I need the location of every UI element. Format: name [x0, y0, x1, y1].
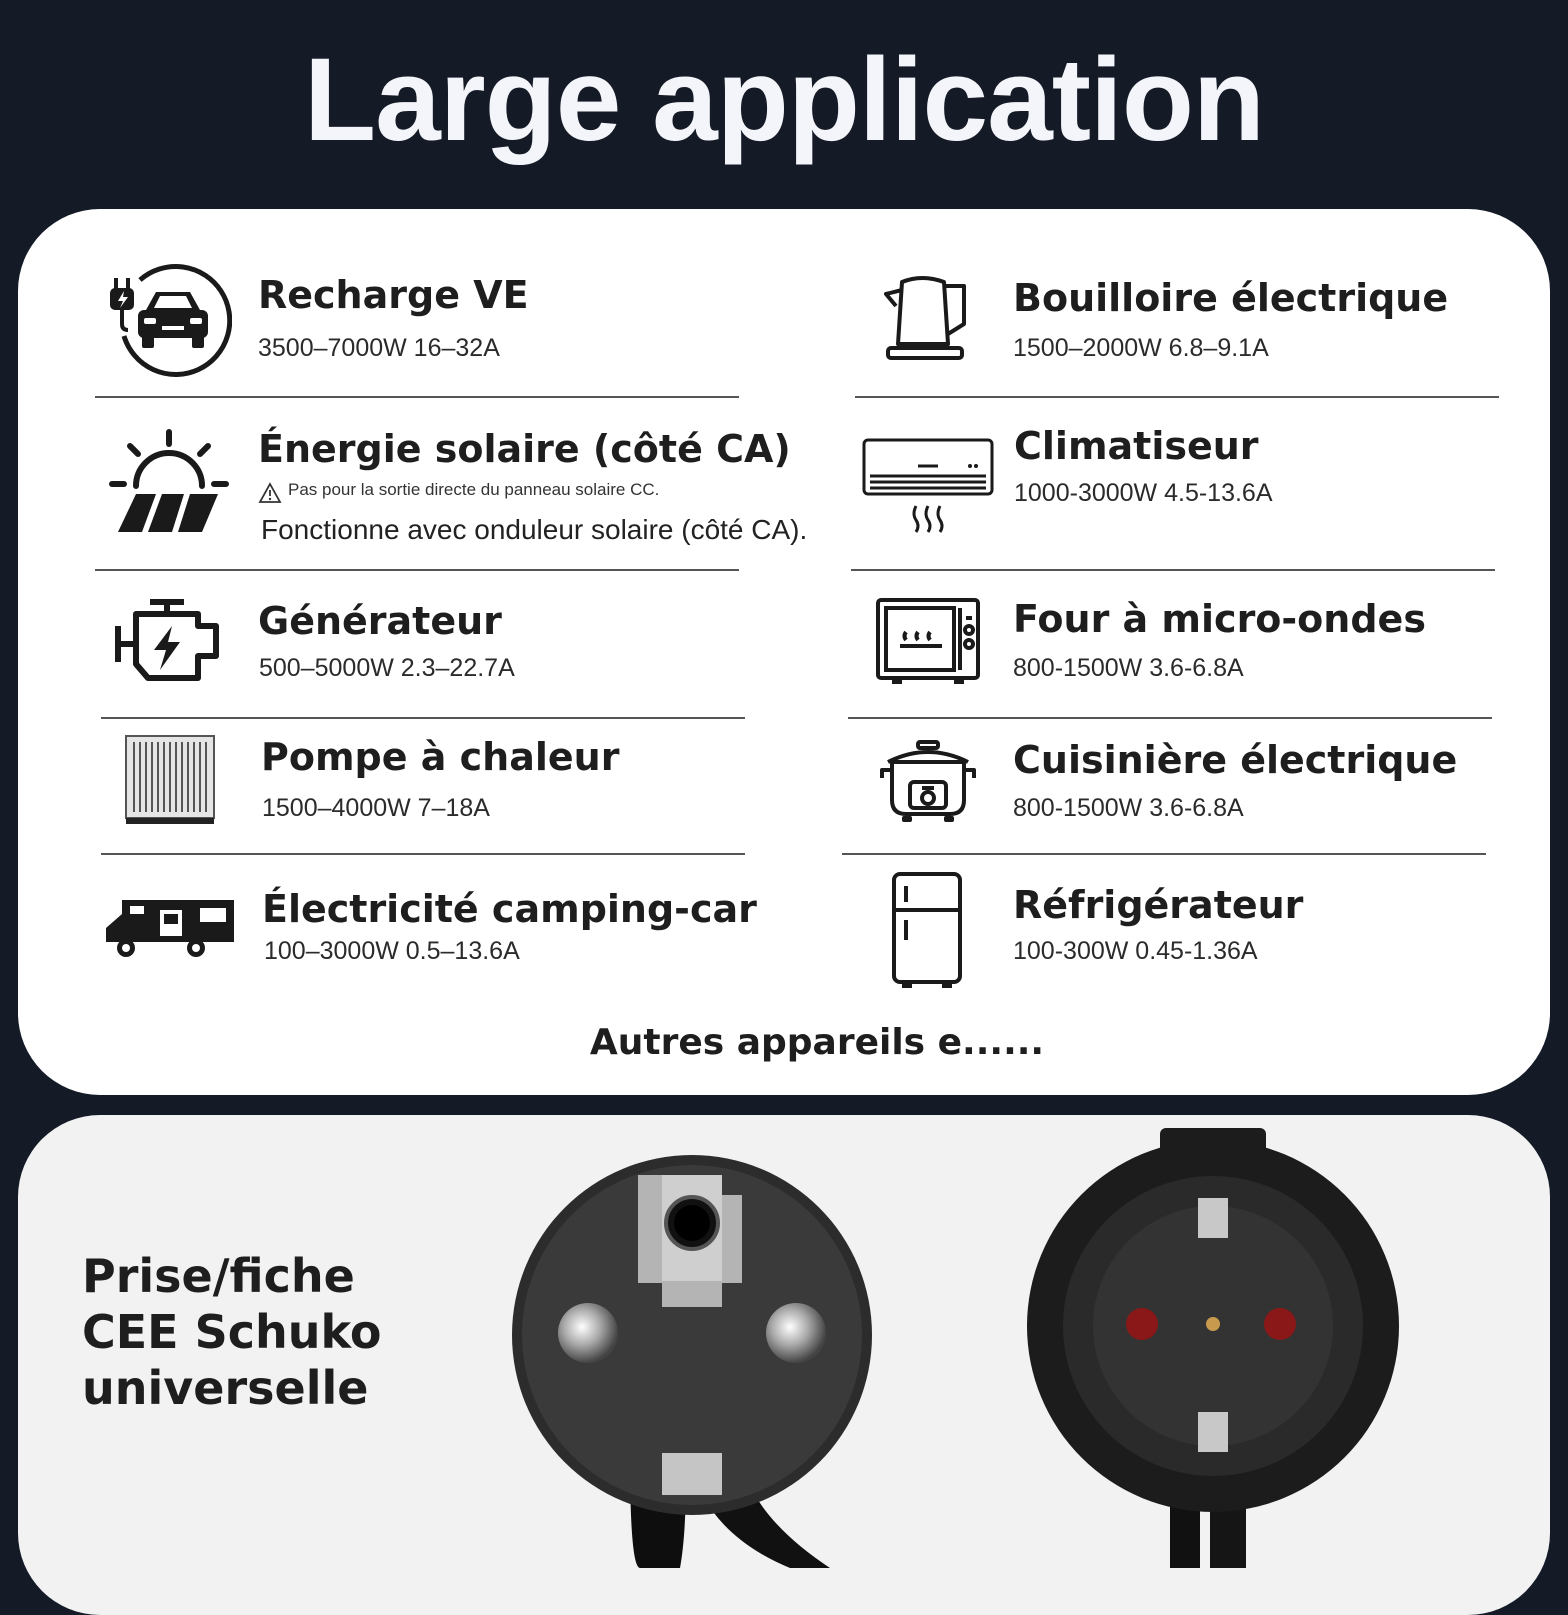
item-name-air-conditioner: Climatiseur [1014, 424, 1259, 468]
applications-panel [18, 209, 1550, 1095]
item-spec-kettle: 1500–2000W 6.8–9.1A [1013, 334, 1269, 362]
solar-inverter-note: Fonctionne avec onduleur solaire (côté C… [261, 514, 808, 545]
refrigerator-icon [892, 872, 962, 988]
generator-engine-icon [115, 599, 219, 681]
item-spec-camper: 100–3000W 0.5–13.6A [264, 937, 520, 965]
divider [855, 396, 1499, 398]
ev-charging-icon [110, 264, 232, 377]
item-name-solar: Énergie solaire (côté CA) [258, 427, 791, 471]
other-appliances-note: Autres appareils e...... [589, 1022, 1045, 1063]
item-spec-ev-charging: 3500–7000W 16–32A [258, 334, 500, 362]
divider [95, 569, 739, 571]
schuko-plug-image [512, 1155, 872, 1568]
item-name-refrigerator: Réfrigérateur [1013, 883, 1304, 927]
item-name-camper: Électricité camping-car [262, 887, 757, 931]
warning-icon [258, 482, 282, 503]
divider [842, 853, 1486, 855]
item-name-ev-charging: Recharge VE [258, 273, 529, 317]
camper-van-icon [106, 900, 234, 957]
item-name-kettle: Bouilloire électrique [1013, 276, 1449, 320]
divider [101, 717, 745, 719]
schuko-label-line: Prise/fiche [82, 1249, 355, 1303]
rice-cooker-icon [880, 740, 976, 822]
item-name-electric-cooker: Cuisinière électrique [1013, 738, 1458, 782]
schuko-socket-image [1027, 1128, 1399, 1568]
microwave-icon [876, 598, 980, 684]
solar-panel-icon [109, 429, 229, 532]
item-spec-generator: 500–5000W 2.3–22.7A [259, 654, 515, 682]
item-name-microwave: Four à micro-ondes [1013, 597, 1426, 641]
divider [848, 717, 1492, 719]
divider [101, 853, 745, 855]
air-conditioner-icon [862, 438, 994, 533]
item-spec-air-conditioner: 1000-3000W 4.5-13.6A [1014, 479, 1273, 507]
item-spec-electric-cooker: 800-1500W 3.6-6.8A [1013, 794, 1244, 822]
schuko-label-line: universelle [82, 1361, 369, 1415]
item-name-heat-pump: Pompe à chaleur [261, 735, 620, 779]
solar-warning-note: Pas pour la sortie directe du panneau so… [288, 480, 660, 499]
divider [95, 396, 739, 398]
heat-pump-icon [125, 735, 215, 824]
kettle-icon [884, 276, 966, 360]
item-name-generator: Générateur [258, 599, 502, 643]
divider [851, 569, 1495, 571]
schuko-label: Prise/fiche CEE Schuko universelle [82, 1248, 381, 1416]
schuko-label-line: CEE Schuko [82, 1305, 382, 1359]
item-spec-heat-pump: 1500–4000W 7–18A [262, 794, 490, 822]
item-spec-microwave: 800-1500W 3.6-6.8A [1013, 654, 1244, 682]
item-spec-refrigerator: 100-300W 0.45-1.36A [1013, 937, 1258, 965]
page-title: Large application [304, 34, 1265, 166]
